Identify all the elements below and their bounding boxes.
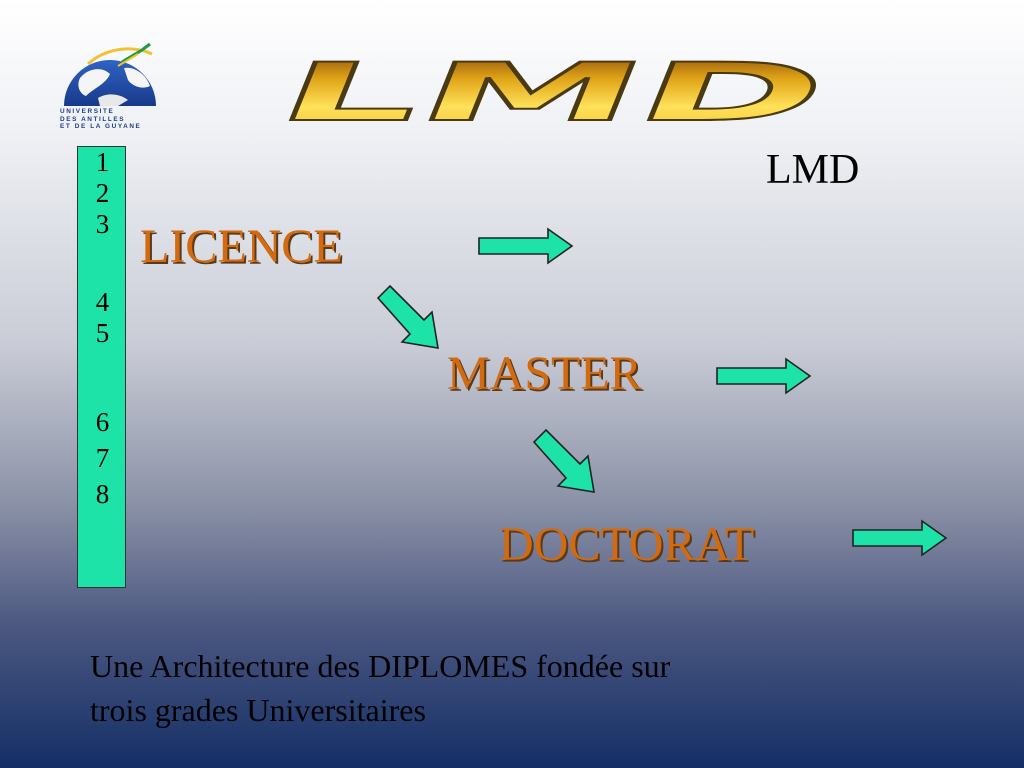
arrow-licence-to-master [376, 284, 439, 349]
caption: Une Architecture des DIPLOMES fondée sur… [90, 644, 850, 732]
grade-master: MASTER [447, 347, 642, 400]
year-6: 6 [95, 407, 110, 437]
globe-icon [64, 42, 156, 106]
page-title: LMD [276, 60, 828, 130]
logo-line-2: DES ANTILLES [60, 115, 126, 123]
lmd-label: LMD [766, 147, 860, 193]
year-8: 8 [95, 479, 110, 509]
logo-line-3: ET DE LA GUYANE [60, 123, 142, 131]
title-wordart: LMD [263, 45, 843, 140]
grade-licence: LICENCE [140, 220, 343, 273]
arrow-master-to-doctorat [532, 428, 595, 493]
caption-line-2: trois grades Universitaires [90, 692, 426, 728]
arrow-right-master [716, 357, 812, 395]
year-2: 2 [95, 178, 110, 208]
year-1: 1 [95, 147, 110, 177]
year-4: 4 [95, 287, 110, 317]
university-logo [58, 40, 166, 135]
year-5: 5 [95, 318, 110, 348]
year-3: 3 [95, 209, 110, 239]
arrow-right-doctorat [852, 519, 948, 557]
logo-caption: UNIVERSITE DES ANTILLES ET DE LA GUYANE [60, 108, 166, 131]
year-7: 7 [95, 443, 110, 473]
years-column: 1 2 3 4 5 6 7 8 [77, 146, 126, 588]
grade-doctorat: DOCTORAT [499, 518, 755, 571]
arrow-right-licence [478, 227, 574, 265]
logo-line-1: UNIVERSITE [60, 108, 115, 115]
caption-line-1: Une Architecture des DIPLOMES fondée sur [90, 648, 671, 684]
